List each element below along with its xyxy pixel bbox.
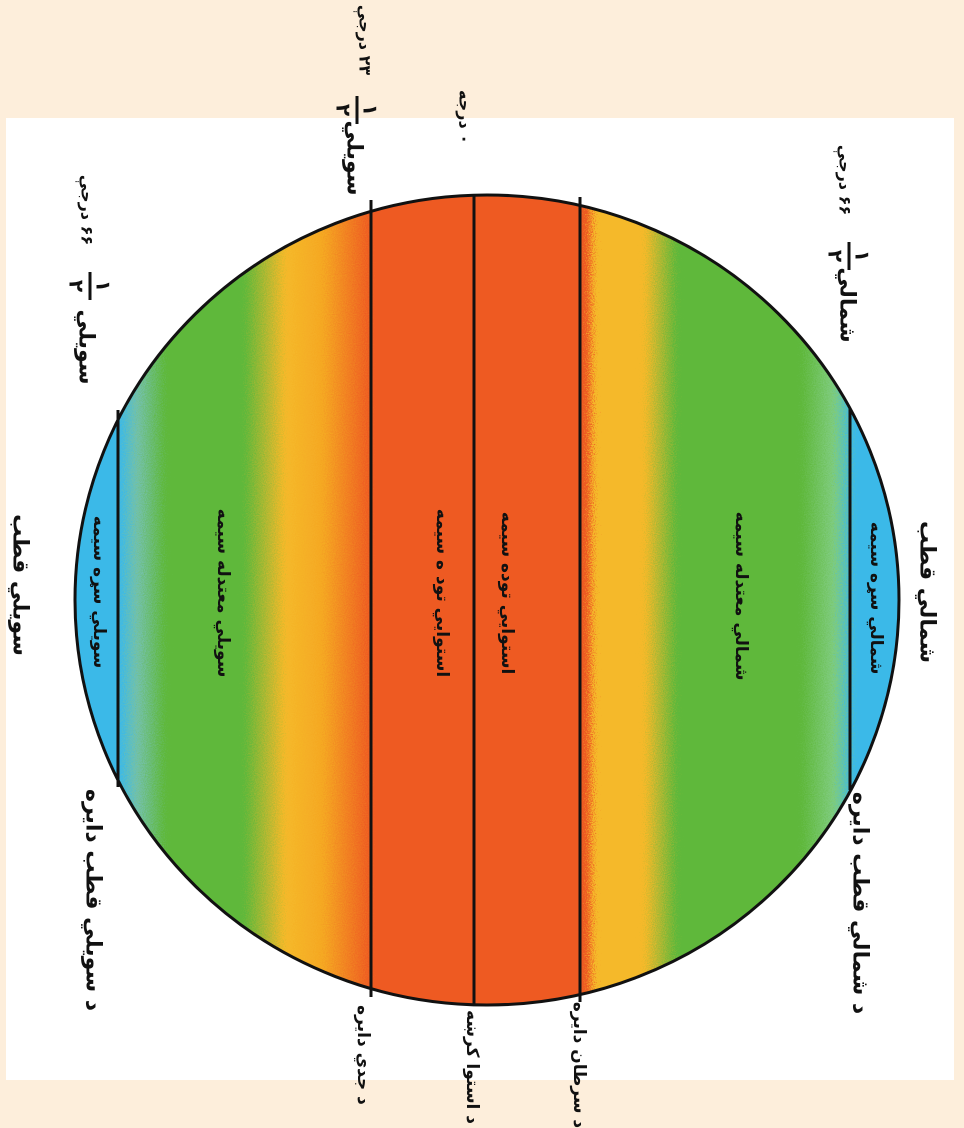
zone-label-north-temperate: شمالي معتدله سيمه (731, 511, 751, 681)
north-66-fraction-den: ۲ (823, 249, 848, 263)
south-66-fraction-num: ۱ (91, 279, 116, 293)
south-23-degrees: ۲۳ درجې (355, 4, 375, 76)
tropic-cancer-label: د سرطان دايره (569, 1001, 589, 1128)
equator-label: د استوا کرښه (462, 1009, 482, 1125)
south-23-fraction-num: ۱ (358, 103, 383, 117)
north-66-fraction-num: ۱ (850, 249, 875, 263)
south-23-fraction-den: ۲ (331, 103, 356, 117)
globe-fill (75, 195, 899, 1005)
north-66-prefix: شمالي (834, 267, 860, 343)
north-66-fraction-bar (847, 242, 851, 270)
zone-label-south-temperate: سويلي معتدله سيمه (213, 508, 233, 678)
globe-outline (73, 193, 901, 1007)
south-23-fraction-bar (355, 96, 359, 124)
zone-label-south-frigid: سويلي سړه سيمه (89, 515, 109, 669)
equator-degrees: ۰ درجه (455, 90, 475, 144)
north-66-fraction: ۱ ۲ (823, 242, 875, 270)
tropic-capricorn-label: د جدي دايره (353, 1005, 373, 1105)
north-pole-label: شمالي قطب (914, 521, 940, 663)
latitude-lines (116, 196, 852, 1005)
zone-label-north-frigid: شمالي سړه سيمه (866, 521, 886, 675)
north-66-degrees: ۶۶ درجې (835, 144, 855, 216)
antarctic-circle-label: د سويلي قطب دايره (80, 788, 106, 1012)
south-23-prefix: سويلي (341, 120, 367, 196)
arctic-circle-label: د شمالي قطب دايره (847, 791, 873, 1015)
zone-label-south-tropical: استوايي تود ه سيمه (432, 508, 452, 678)
south-66-prefix: سويلي (73, 309, 99, 385)
south-23-fraction: ۱ ۲ (331, 96, 383, 124)
south-pole-label: سويلي قطب (7, 514, 33, 656)
south-66-degrees: ۶۶ درجې (77, 174, 97, 246)
zone-label-north-tropical: استوايي توده سيمه (497, 511, 517, 675)
south-66-fraction-bar (88, 272, 92, 300)
south-66-fraction-den: ۲ (64, 279, 89, 293)
south-66-fraction: ۱ ۲ (64, 272, 116, 300)
